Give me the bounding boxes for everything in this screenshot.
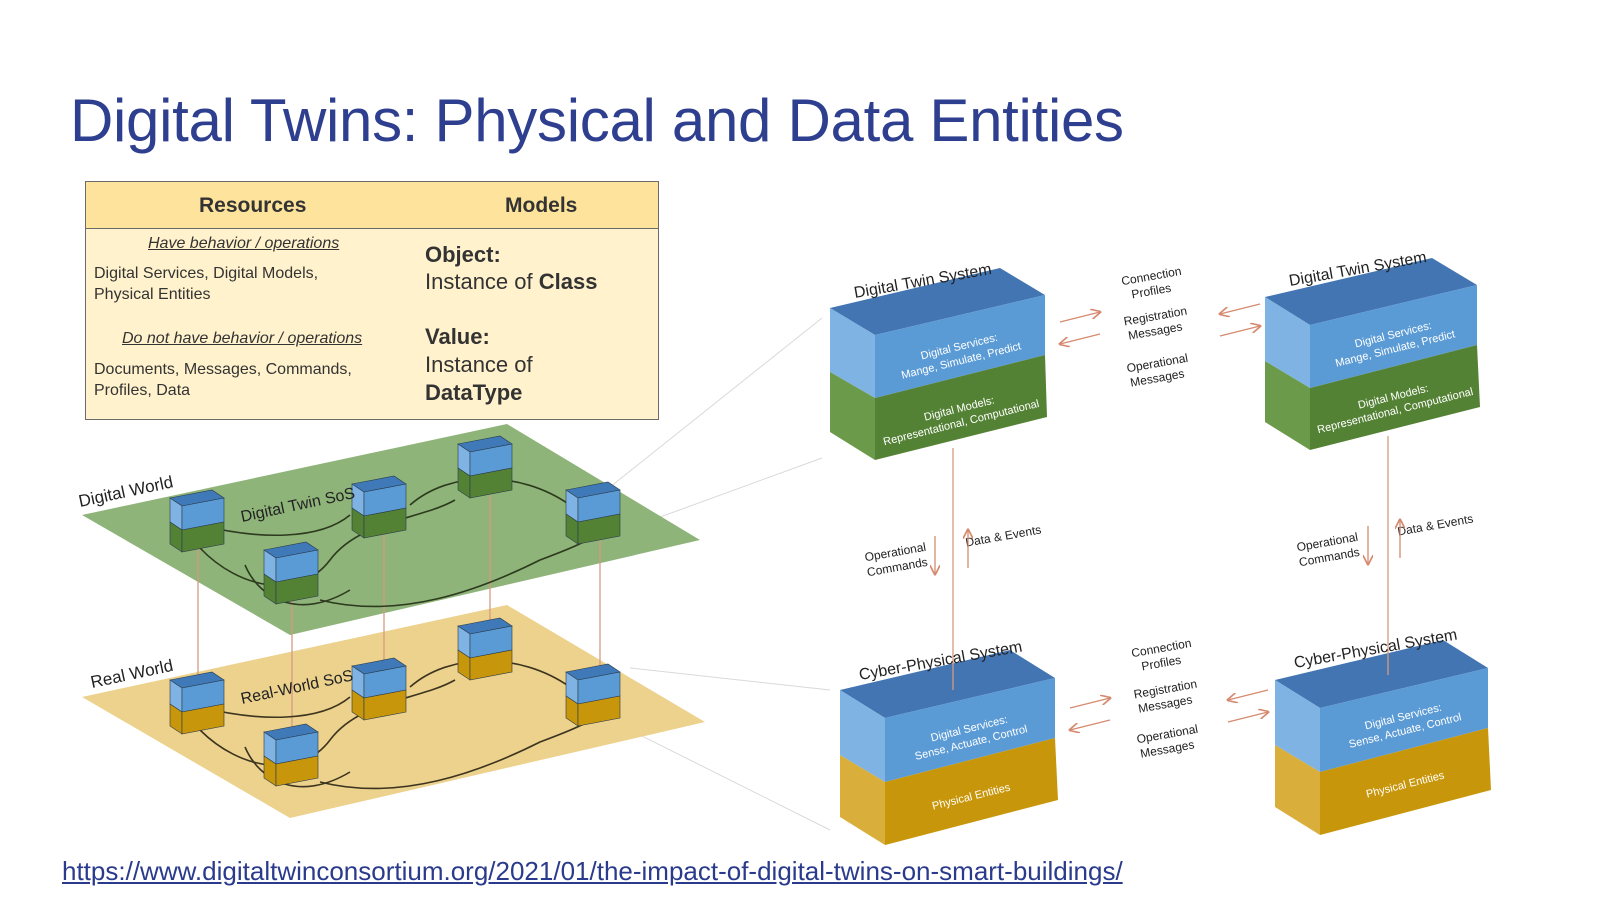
real-cube-base-front-2 xyxy=(363,689,407,721)
data-events-2: Data & Events xyxy=(1396,512,1474,539)
world-links xyxy=(197,495,601,746)
no-behavior-label: Do not have behavior / operations xyxy=(122,330,363,347)
behavior-items: Digital Services, Digital Models, Physic… xyxy=(94,265,319,303)
message-arrows xyxy=(935,303,1400,730)
digital-cube-base-front-0 xyxy=(181,521,225,553)
object-label: Object: xyxy=(425,242,501,267)
col-resources-header: Resources xyxy=(199,194,307,217)
col-models-header: Models xyxy=(505,194,578,217)
source-link[interactable]: https://www.digitaltwinconsortium.org/20… xyxy=(62,856,1123,886)
vertical-links xyxy=(952,436,1389,690)
object-text: Instance of Class xyxy=(425,269,598,294)
digital-cube-base-front-3 xyxy=(469,467,513,499)
digital-cube-base-front-1 xyxy=(275,573,319,605)
connector-lines xyxy=(599,317,831,831)
slide-title: Digital Twins: Physical and Data Entitie… xyxy=(70,87,1124,154)
digital-cube-base-front-4 xyxy=(577,513,621,545)
real-cube-base-front-1 xyxy=(275,755,319,787)
no-behavior-items: Documents, Messages, Commands, Profiles,… xyxy=(94,361,352,399)
digital-twin-system-2 xyxy=(1265,258,1480,450)
digital-twin-system-1 xyxy=(830,268,1047,460)
behavior-label: Have behavior / operations xyxy=(148,235,340,252)
top-connection-2: Profiles xyxy=(1130,281,1172,302)
real-cube-base-front-0 xyxy=(181,703,225,735)
resources-models-table: Resources Models Have behavior / operati… xyxy=(85,181,659,420)
real-cube-base-front-3 xyxy=(469,649,513,681)
cyber-physical-system-1 xyxy=(840,650,1058,845)
small-cubes xyxy=(169,435,621,787)
real-cube-base-front-4 xyxy=(577,695,621,727)
cyber-physical-system-2 xyxy=(1275,640,1491,835)
value-label: Value: xyxy=(425,324,490,349)
data-events-1: Data & Events xyxy=(964,523,1042,550)
digital-cube-base-front-2 xyxy=(363,507,407,539)
bottom-connection-2: Profiles xyxy=(1140,653,1182,674)
table-header: Resources Models xyxy=(86,182,658,229)
